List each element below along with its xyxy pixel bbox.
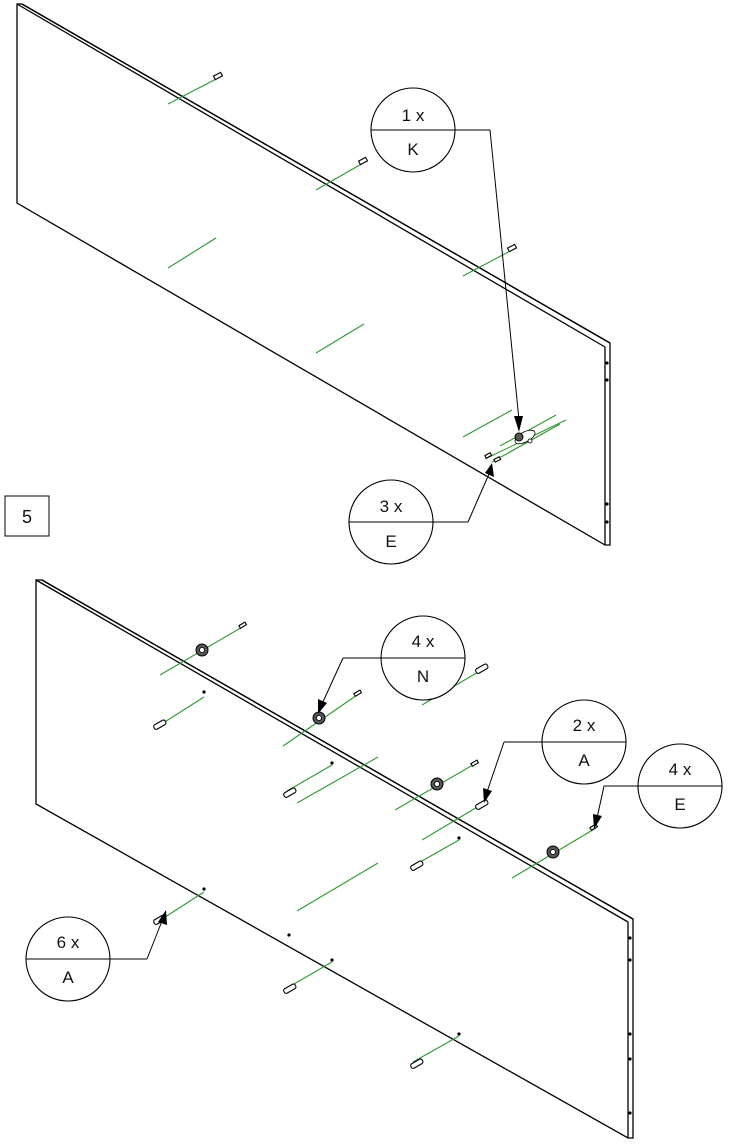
dowel-stub-2 xyxy=(357,156,369,166)
screw-e-2 xyxy=(353,689,363,697)
dowel-a-8 xyxy=(410,1058,424,1069)
callout-k-qty: 1 x xyxy=(402,106,425,125)
hinge-plate xyxy=(514,429,536,445)
hole-1 xyxy=(202,690,206,694)
callout-a-2: 2 x A xyxy=(483,699,627,803)
callout-k: 1 x K xyxy=(370,87,523,432)
cam-lock-4 xyxy=(546,845,560,859)
callout-e-top-part: E xyxy=(385,532,396,551)
dowel-a-7 xyxy=(283,983,297,994)
bottom-panel xyxy=(35,579,634,1139)
hole-7 xyxy=(287,933,291,937)
callout-a-6-part: A xyxy=(62,968,74,987)
hole-3 xyxy=(457,836,461,840)
callout-e-top: 3 x E xyxy=(348,463,494,565)
screw-e-1 xyxy=(238,621,248,629)
step-number-box: 5 xyxy=(4,495,50,537)
cam-lock-1 xyxy=(195,643,209,657)
callout-e-top-qty: 3 x xyxy=(380,497,403,516)
dowel-stub-3 xyxy=(506,243,518,253)
callout-e-bottom-part: E xyxy=(674,795,685,814)
top-panel-guides xyxy=(167,76,567,463)
dowel-a-4 xyxy=(475,663,489,674)
callout-n: 4 x N xyxy=(318,615,466,714)
callout-a-6: 6 x A xyxy=(25,910,167,1002)
hole-5 xyxy=(330,958,334,962)
dowel-a-5 xyxy=(475,799,489,810)
screw-small-1 xyxy=(484,451,493,459)
screw-small-2 xyxy=(493,455,502,463)
dowel-a-3 xyxy=(410,860,424,871)
callout-a-6-qty: 6 x xyxy=(57,933,80,952)
bottom-panel-fittings xyxy=(153,621,599,1069)
callout-a-2-part: A xyxy=(578,751,590,770)
hole-6 xyxy=(457,1032,461,1036)
cam-lock-3 xyxy=(430,777,444,791)
cam-lock-2 xyxy=(312,711,326,725)
callout-n-qty: 4 x xyxy=(412,632,435,651)
dowel-a-1 xyxy=(153,719,167,730)
callout-a-2-qty: 2 x xyxy=(573,716,596,735)
hole-2 xyxy=(330,761,334,765)
dowel-stub-1 xyxy=(212,71,224,81)
top-panel xyxy=(16,3,611,546)
dowel-a-2 xyxy=(283,787,297,798)
callout-k-part: K xyxy=(407,140,419,159)
hole-4 xyxy=(202,887,206,891)
screw-e-3 xyxy=(470,759,480,767)
callout-e-bottom: 4 x E xyxy=(593,743,723,829)
callout-e-bottom-qty: 4 x xyxy=(669,760,692,779)
callout-n-part: N xyxy=(417,667,429,686)
top-panel-fittings xyxy=(212,71,536,463)
step-number: 5 xyxy=(22,507,32,527)
